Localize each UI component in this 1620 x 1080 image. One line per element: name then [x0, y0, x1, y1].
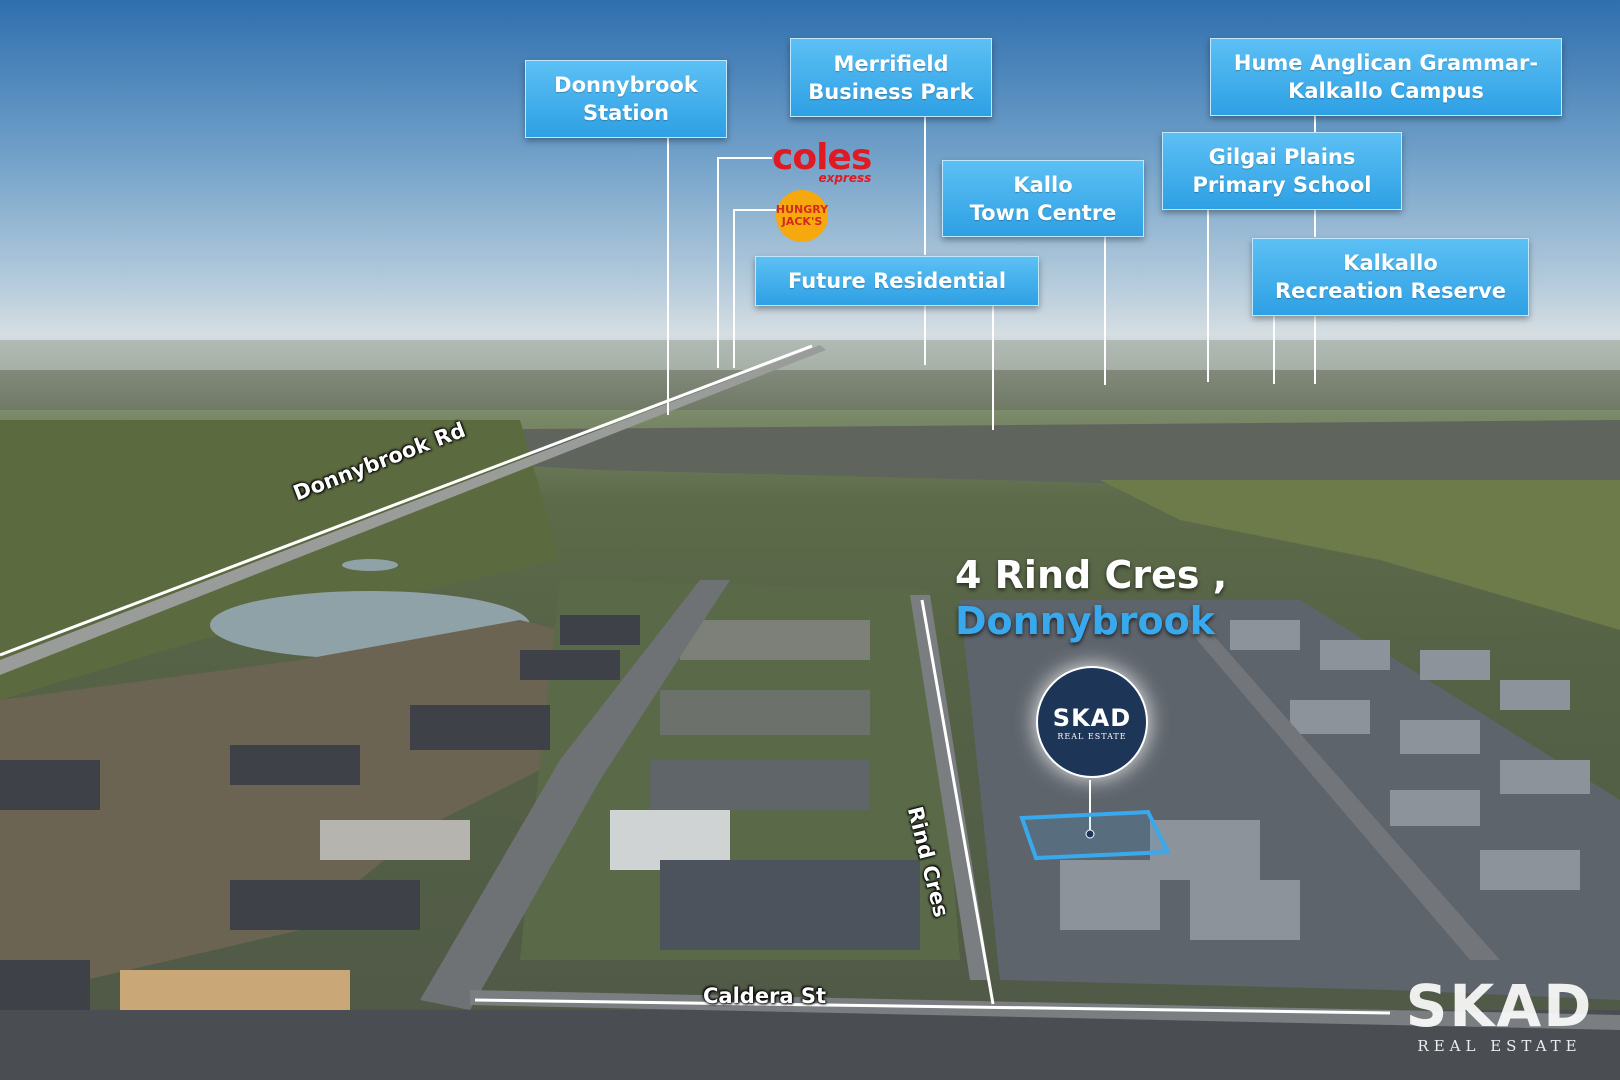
callout-text: Recreation Reserve [1275, 279, 1506, 303]
callout-hume-anglican-grammar: Hume Anglican Grammar- Kalkallo Campus [1210, 38, 1562, 116]
callout-text: Gilgai Plains [1208, 145, 1356, 169]
callout-text: Merrifield [833, 51, 949, 76]
coles-express-logo: coles express [772, 137, 872, 185]
watermark-brand-name: SKAD [1405, 972, 1594, 1040]
callout-kallo-town-centre: Kallo Town Centre [942, 160, 1144, 237]
road-label-caldera-st: Caldera St [703, 984, 827, 1008]
watermark-brand-sub: REAL ESTATE [1417, 1037, 1582, 1055]
property-outline [1019, 809, 1172, 861]
callout-text: Future Residential [787, 269, 1007, 293]
callout-text: Hume Anglican Grammar- [1233, 51, 1539, 75]
badge-brand-name: SKAD [1052, 703, 1132, 732]
callout-text: Business Park [808, 79, 974, 104]
hungry-jacks-logo: HUNGRY JACK'S [776, 190, 828, 242]
skad-watermark: SKAD REAL ESTATE [1392, 975, 1607, 1055]
hj-line1: HUNGRY [775, 203, 829, 216]
callout-text: Town Centre [969, 200, 1117, 225]
address-line1: 4 Rind Cres , [955, 553, 1228, 597]
callout-text: Station [583, 101, 669, 125]
callout-gilgai-plains-primary: Gilgai Plains Primary School [1162, 132, 1402, 210]
callout-text: Donnybrook [554, 73, 698, 97]
callout-text: Kallo [1013, 172, 1073, 197]
callout-donnybrook-station: Donnybrook Station [525, 60, 727, 138]
hj-line2: JACK'S [781, 215, 823, 228]
badge-brand-sub: REAL ESTATE [1057, 731, 1127, 741]
coles-sub: express [818, 171, 872, 185]
address-suburb: Donnybrook [955, 599, 1215, 643]
coles-wordmark: coles [772, 137, 872, 178]
callout-kalkallo-recreation-reserve: Kalkallo Recreation Reserve [1252, 238, 1529, 316]
callout-merrifield-business-park: Merrifield Business Park [790, 38, 992, 117]
callout-text: Kalkallo [1343, 251, 1438, 275]
callout-future-residential: Future Residential [755, 256, 1039, 306]
property-address: 4 Rind Cres , Donnybrook [955, 552, 1227, 644]
skad-badge-logo: SKAD REAL ESTATE [1036, 666, 1148, 778]
callout-text: Kalkallo Campus [1288, 79, 1484, 103]
callout-text: Primary School [1192, 173, 1372, 197]
